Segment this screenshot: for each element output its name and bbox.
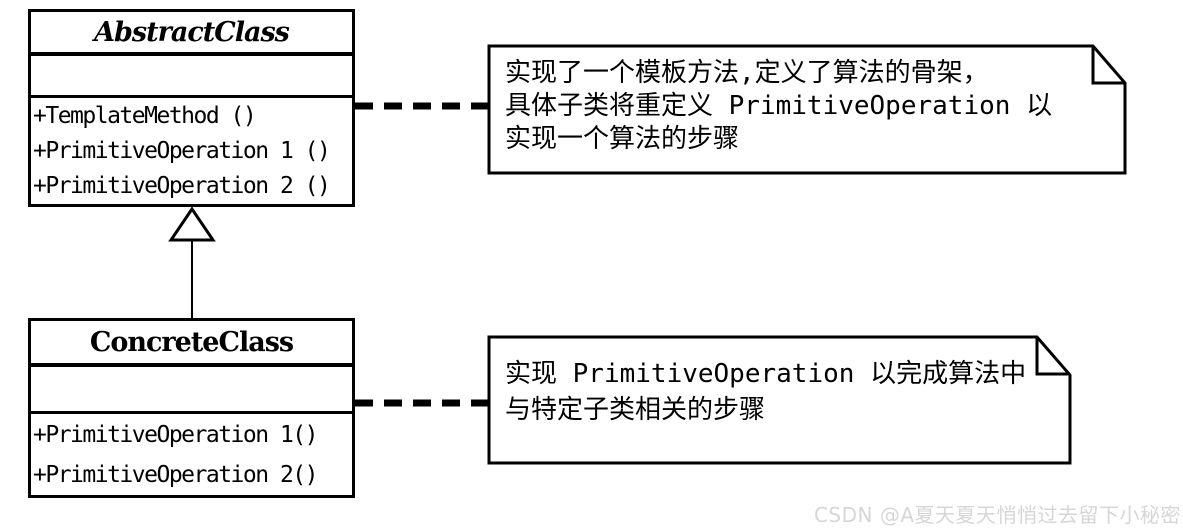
bottom-note-text: 实现 PrimitiveOperation 以完成算法中 与特定子类相关的步骤 (505, 356, 1026, 428)
attributes-compartment-abstractclass (31, 56, 352, 98)
top-note-shape (487, 44, 1127, 175)
top-note-line-3: 实现一个算法的步骤 (505, 124, 740, 154)
csdn-watermark: CSDN @A夏天夏天悄悄过去留下小秘密 (813, 503, 1181, 527)
class-name-abstractclass: AbstractClass (31, 12, 352, 57)
method-primitiveoperation-1: +PrimitiveOperation 1 () (33, 138, 331, 164)
class-box-abstractclass: AbstractClass +TemplateMethod () +Primit… (28, 9, 355, 207)
bottom-note-fold-icon (1035, 337, 1070, 376)
attributes-compartment-concreteclass (31, 367, 352, 414)
class-name-concreteclass: ConcreteClass (31, 321, 352, 368)
class-box-concreteclass: ConcreteClass +PrimitiveOperation 1() +P… (28, 318, 355, 498)
top-note-line-1: 实现了一个模板方法,定义了算法的骨架， (505, 58, 989, 88)
method-primitiveoperation-1: +PrimitiveOperation 1() (33, 422, 319, 448)
method-primitiveoperation-2: +PrimitiveOperation 2 () (33, 173, 331, 199)
bottom-note-shape (487, 335, 1072, 465)
top-note-fold-icon (1091, 46, 1125, 85)
method-templatemethod: +TemplateMethod () (33, 103, 257, 129)
methods-compartment-concreteclass: +PrimitiveOperation 1() +PrimitiveOperat… (31, 414, 352, 495)
top-note-text: 实现了一个模板方法,定义了算法的骨架， 具体子类将重定义 PrimitiveOp… (505, 57, 1052, 156)
bottom-note-line-1: 实现 PrimitiveOperation 以完成算法中 (505, 359, 1027, 389)
method-primitiveoperation-2: +PrimitiveOperation 2() (33, 462, 319, 488)
top-note-line-2: 具体子类将重定义 PrimitiveOperation 以 (505, 91, 1053, 121)
generalization-hollow-triangle-icon (168, 206, 216, 242)
bottom-note-line-2: 与特定子类相关的步骤 (505, 395, 766, 425)
methods-compartment-abstractclass: +TemplateMethod () +PrimitiveOperation 1… (31, 98, 352, 204)
